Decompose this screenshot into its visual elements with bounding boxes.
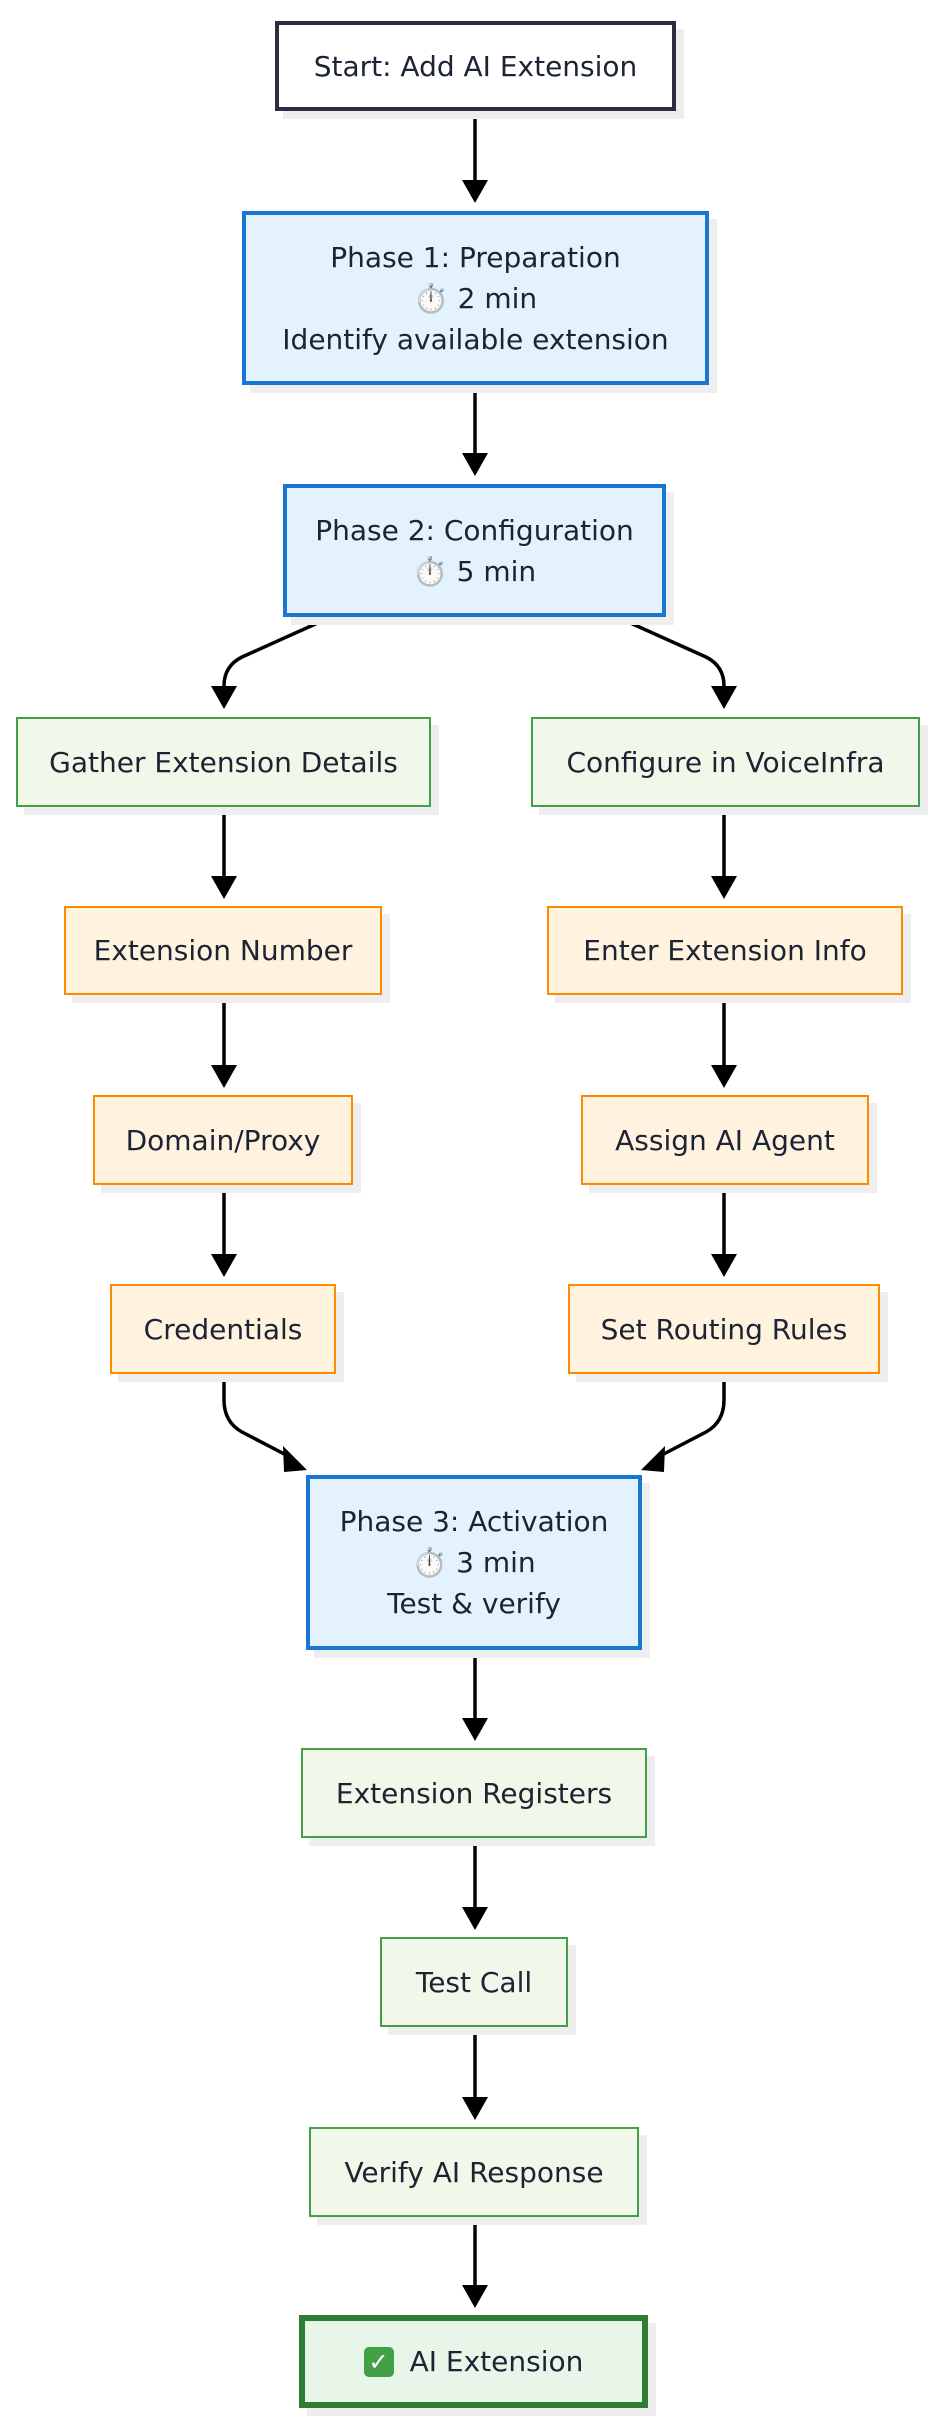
arrowhead-enterinfo-assign [711, 1065, 737, 1088]
gather-extension-details-label: Gather Extension Details [49, 745, 398, 779]
assign-ai-agent-label: Assign AI Agent [615, 1123, 835, 1157]
node-start-label: Start: Add AI Extension [313, 49, 638, 83]
edge-phase2-configure [616, 615, 726, 692]
node-ai-extension-final: ✓ AI Extension [299, 2315, 648, 2408]
arrowhead-credentials-phase3 [283, 1446, 307, 1472]
enter-extension-info-label: Enter Extension Info [583, 934, 867, 967]
arrowhead-gather-extnumber [211, 876, 237, 899]
edge-routing-phase3 [657, 1374, 726, 1459]
node-gather-extension-details: Gather Extension Details [16, 717, 431, 807]
arrowhead-configure-enterinfo [711, 876, 737, 899]
check-mark-icon: ✓ [363, 2346, 394, 2377]
node-credentials: Credentials [110, 1284, 336, 1374]
arrowhead-phase2-gather [211, 686, 237, 709]
phase-2-title: Phase 2: Configuration [315, 513, 634, 547]
edge-credentials-phase3 [222, 1374, 291, 1459]
node-extension-registers: Extension Registers [301, 1748, 647, 1838]
credentials-label: Credentials [143, 1312, 303, 1346]
test-call-label: Test Call [415, 1965, 533, 1999]
extension-number-label: Extension Number [93, 934, 353, 967]
node-assign-ai-agent: Assign AI Agent [581, 1095, 869, 1185]
node-phase-2: Phase 2: Configuration ⏱️ 5 min [283, 484, 666, 617]
arrowhead-phase1-phase2 [462, 453, 488, 476]
phase-2-duration: ⏱️ 5 min [412, 554, 537, 588]
configure-in-voiceinfra-label: Configure in VoiceInfra [566, 745, 885, 779]
phase-3-duration: ⏱️ 3 min [412, 1546, 536, 1579]
node-domain-proxy: Domain/Proxy [93, 1095, 353, 1185]
node-enter-extension-info: Enter Extension Info [547, 906, 903, 995]
node-phase-3: Phase 3: Activation ⏱️ 3 min Test & veri… [306, 1475, 642, 1650]
arrowhead-extnumber-domain [211, 1065, 237, 1088]
node-test-call: Test Call [380, 1937, 568, 2027]
ai-extension-label: AI Extension [409, 2345, 584, 2378]
node-configure-in-voiceinfra: Configure in VoiceInfra [531, 717, 920, 807]
arrowhead-routing-phase3 [641, 1446, 665, 1472]
phase-3-description: Test & verify [387, 1587, 561, 1620]
verify-ai-response-label: Verify AI Response [344, 2155, 604, 2189]
set-routing-rules-label: Set Routing Rules [600, 1312, 848, 1346]
phase-1-description: Identify available extension [282, 322, 669, 356]
arrowhead-registers-testcall [462, 1907, 488, 1930]
phase-1-title: Phase 1: Preparation [330, 240, 621, 274]
node-verify-ai-response: Verify AI Response [309, 2127, 639, 2217]
phase-1-duration: ⏱️ 2 min [413, 281, 538, 315]
edge-phase2-gather [222, 615, 332, 692]
node-set-routing-rules: Set Routing Rules [568, 1284, 880, 1374]
arrowhead-verify-final [462, 2285, 488, 2308]
arrowhead-assign-routing [711, 1254, 737, 1277]
phase-3-title: Phase 3: Activation [339, 1505, 609, 1538]
arrowhead-phase3-registers [462, 1718, 488, 1741]
final-row: ✓ AI Extension [363, 2341, 584, 2382]
node-phase-1: Phase 1: Preparation ⏱️ 2 min Identify a… [242, 211, 709, 385]
arrowhead-domain-credentials [211, 1254, 237, 1277]
arrowhead-testcall-verify [462, 2097, 488, 2120]
arrowhead-start-phase1 [462, 180, 488, 203]
arrowhead-phase2-configure [711, 686, 737, 709]
extension-registers-label: Extension Registers [335, 1776, 613, 1810]
domain-proxy-label: Domain/Proxy [125, 1123, 321, 1157]
node-extension-number: Extension Number [64, 906, 382, 995]
node-start: Start: Add AI Extension [275, 21, 676, 111]
